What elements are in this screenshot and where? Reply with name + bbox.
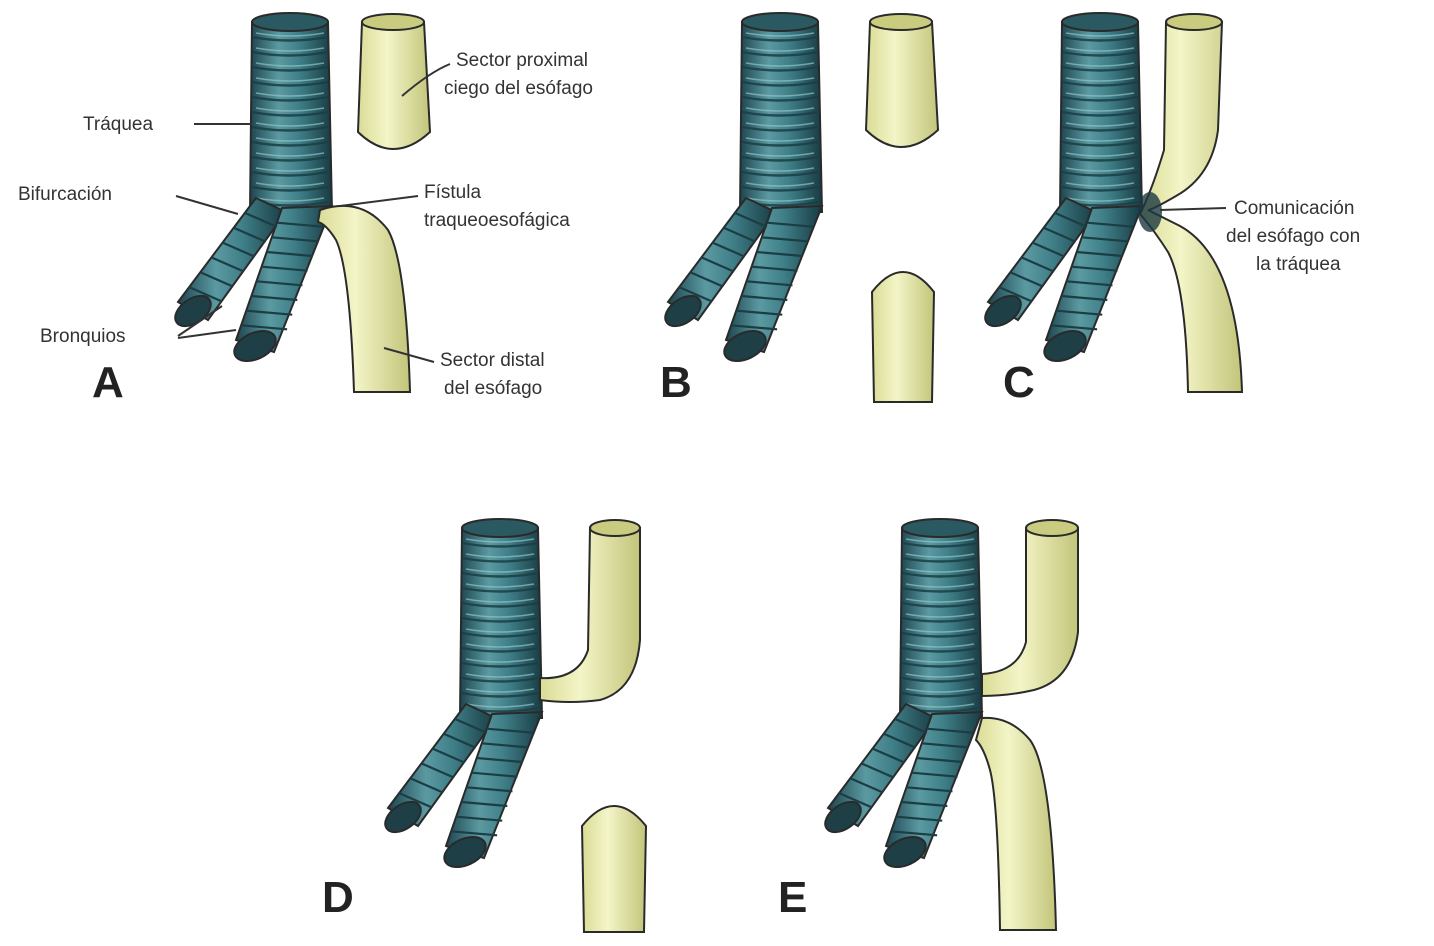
panel-c: [980, 13, 1242, 392]
label-proximal-2: ciego del esófago: [444, 78, 593, 99]
esophagus-distal-pouch: [582, 806, 646, 932]
panel-a: [170, 13, 430, 392]
label-traquea: Tráquea: [83, 114, 153, 135]
panel-letter-d: D: [322, 873, 354, 922]
panel-e: [820, 519, 1078, 930]
trachea-opening: [902, 519, 978, 537]
esophagus-opening: [1166, 14, 1222, 30]
esophagus-proximal-fistula: [982, 528, 1078, 696]
label-comunicacion-1: Comunicación: [1234, 198, 1354, 219]
esophagus-proximal-pouch-opening: [362, 14, 424, 30]
trachea-opening: [742, 13, 818, 31]
esophagus-proximal-pouch: [866, 22, 938, 147]
panel-letter-e: E: [778, 873, 807, 922]
panel-d: [380, 519, 646, 932]
trachea-opening: [462, 519, 538, 537]
label-distal-2: del esófago: [444, 378, 542, 399]
panel-letter-a: A: [92, 358, 124, 407]
esophagus-proximal-pouch: [358, 22, 430, 149]
fistula-junction: [1138, 192, 1162, 232]
esophagus-distal-pouch: [872, 272, 934, 402]
trachea-opening: [1062, 13, 1138, 31]
label-fistula-1: Fístula: [424, 182, 481, 203]
panel-letter-b: B: [660, 358, 692, 407]
esophagus-opening: [590, 520, 640, 536]
esophagus-distal-segment: [318, 206, 410, 392]
label-proximal-1: Sector proximal: [456, 50, 588, 71]
label-bronquios: Bronquios: [40, 326, 126, 347]
esophagus-proximal-pouch-opening: [870, 14, 932, 30]
esophagus-proximal-fistula: [540, 528, 640, 702]
label-comunicacion-3: la tráquea: [1256, 254, 1341, 275]
panel-b: [660, 13, 938, 402]
label-bifurcacion: Bifurcación: [18, 184, 112, 205]
esophagus-opening: [1026, 520, 1078, 536]
label-fistula-2: traqueoesofágica: [424, 210, 570, 231]
trachea-opening: [252, 13, 328, 31]
label-distal-1: Sector distal: [440, 350, 545, 371]
label-comunicacion-2: del esófago con: [1226, 226, 1360, 247]
esophagus-distal-fistula: [976, 718, 1056, 930]
leader-fistula: [340, 196, 418, 206]
leader-comunicacion: [1160, 208, 1226, 210]
leader-bifurcacion: [176, 196, 238, 214]
panel-letter-c: C: [1003, 358, 1035, 407]
